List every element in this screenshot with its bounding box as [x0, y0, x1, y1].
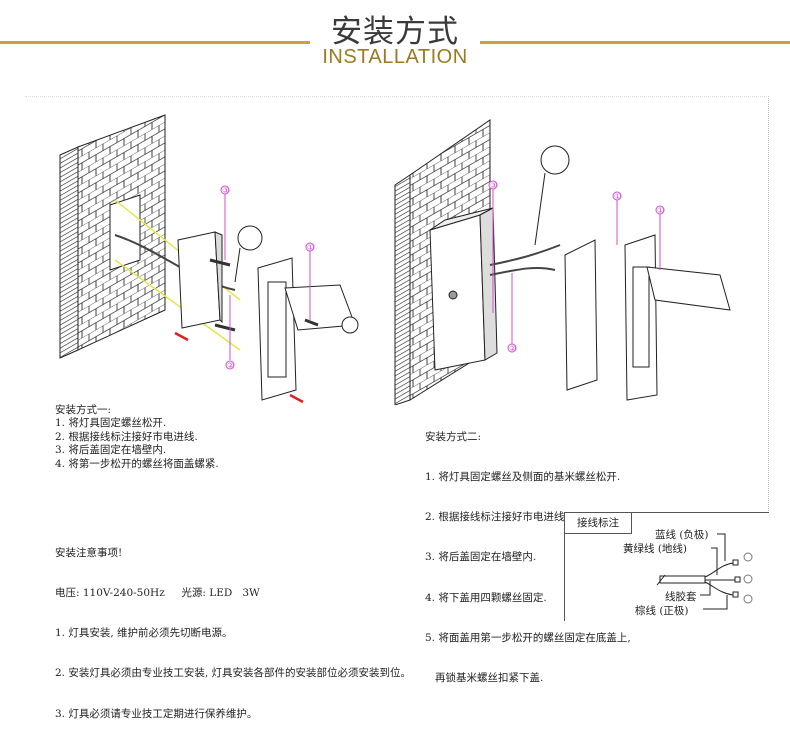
- method-two-step: 2. 根据接线标注接好市电进线.: [425, 511, 568, 524]
- method-one-step: 3. 将后盖固定在墙壁内.: [55, 444, 167, 457]
- ground-terminal-icon: [743, 574, 753, 584]
- method-two-step: 1. 将灯具固定螺丝及侧面的基米螺丝松开.: [425, 471, 621, 484]
- method-one-step: 1. 将灯具固定螺丝松开.: [55, 417, 167, 430]
- notes-item: 2. 安装灯具必须由专业技工安装, 灯具安装各部件的安装部位必须安装到位。: [55, 667, 412, 680]
- notes-heading: 安装注意事项!: [55, 546, 123, 559]
- method-two-step: 再锁基米螺丝扣紧下盖.: [425, 672, 544, 685]
- callout-1b: ①: [657, 206, 664, 215]
- callout-3: ③: [222, 186, 229, 195]
- lamp-arm: [646, 266, 731, 311]
- callout-1a: ①: [614, 192, 621, 201]
- diagram-method-two: ③ ② ① ①: [394, 119, 731, 405]
- page-title: 安装方式: [331, 14, 459, 50]
- method-one-heading: 安装方式一:: [55, 404, 112, 416]
- callout-1: ①: [307, 243, 314, 252]
- arrow-red: [289, 393, 304, 404]
- method-two-step: 3. 将后盖固定在墙壁内.: [425, 551, 537, 564]
- negative-terminal-icon: [743, 552, 753, 562]
- notes-item: 1. 灯具安装, 维护前必须先切断电源。: [55, 627, 233, 640]
- content-frame: [25, 96, 769, 621]
- notes-text: 安装注意事项! 电压: 110V-240-50Hz 光源: LED 3W 1. …: [55, 520, 411, 734]
- wire-sleeve-label: 线胶套: [665, 591, 697, 603]
- back-box: [429, 214, 486, 371]
- wiring-legend: 接线标注 蓝线 (负极) 黄绿线 (地线) 线胶套 棕线 (正极): [564, 512, 769, 621]
- page-subtitle: INSTALLATION: [322, 46, 468, 68]
- method-one-step: 4. 将第一步松开的螺丝将面盖螺紧.: [55, 457, 219, 470]
- header-rule-right: [480, 41, 790, 44]
- method-two-step: 4. 将下盖用四颗螺丝固定.: [425, 591, 547, 604]
- wiring-title: 接线标注: [565, 513, 632, 534]
- back-box: [177, 231, 221, 329]
- notes-item: 3. 灯具必须请专业技工定期进行保养维护。: [55, 707, 258, 720]
- callout-2: ②: [509, 344, 516, 353]
- method-two-step: 5. 将面盖用第一步松开的螺丝固定在底盖上,: [425, 631, 631, 644]
- wire-yellow-green-label: 黄绿线 (地线): [623, 543, 688, 555]
- wall-edge: [394, 174, 411, 405]
- positive-terminal-icon: [743, 594, 753, 604]
- method-two-heading: 安装方式二:: [425, 430, 482, 443]
- callout-3: ③: [490, 181, 497, 190]
- method-one-step: 2. 根据接线标注接好市电进线.: [55, 430, 198, 443]
- callout-2: ②: [227, 361, 234, 370]
- arrow-red: [174, 331, 189, 342]
- bottom-cover: [564, 239, 598, 391]
- wire-blue-label: 蓝线 (负极): [655, 529, 709, 541]
- diagram-method-one: ③ ① ②: [59, 114, 359, 404]
- wire-brown-label: 棕线 (正极): [635, 605, 689, 617]
- wiring-drawing: [656, 533, 753, 610]
- wall-recess: [109, 194, 141, 271]
- notes-spec: 电压: 110V-240-50Hz 光源: LED 3W: [55, 587, 260, 600]
- wall-edge: [59, 146, 79, 359]
- method-one-text: 安装方式一: 1. 将灯具固定螺丝松开. 2. 根据接线标注接好市电进线. 3.…: [55, 404, 219, 471]
- header-rule-left: [0, 41, 310, 44]
